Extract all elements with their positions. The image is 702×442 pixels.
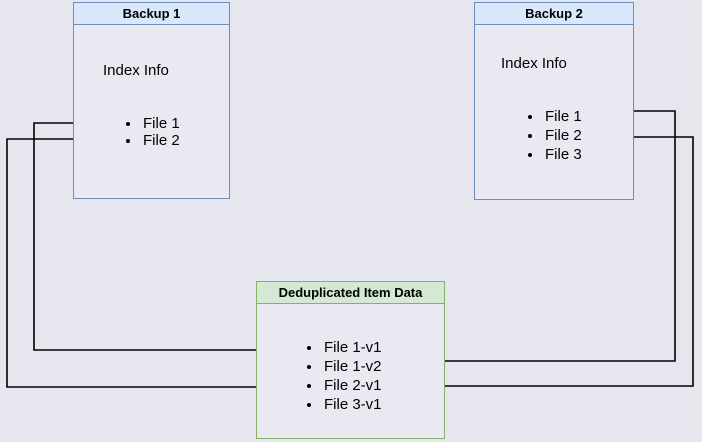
backup1-file-list: File 1File 2 — [123, 115, 180, 150]
dedup-box: Deduplicated Item Data File 1-v1File 1-v… — [256, 281, 445, 439]
dedup-title: Deduplicated Item Data — [257, 282, 444, 304]
backup1-index-info-label: Index Info — [103, 62, 169, 79]
dedup-item: File 3-v1 — [322, 395, 382, 414]
backup1-file-item: File 1 — [141, 115, 180, 133]
backup2-title: Backup 2 — [475, 3, 633, 25]
dedup-item: File 1-v1 — [322, 338, 382, 357]
backup2-box: Backup 2 Index Info File 1File 2File 3 — [474, 2, 634, 200]
backup2-index-info-label: Index Info — [501, 55, 567, 72]
dedup-item-list: File 1-v1File 1-v2File 2-v1File 3-v1 — [304, 338, 382, 414]
dedup-item: File 2-v1 — [322, 376, 382, 395]
backup1-file-item: File 2 — [141, 132, 180, 150]
dedup-item: File 1-v2 — [322, 357, 382, 376]
backup1-box: Backup 1 Index Info File 1File 2 — [73, 2, 230, 199]
backup1-title: Backup 1 — [74, 3, 229, 25]
backup2-file-item: File 3 — [543, 145, 582, 164]
backup2-file-item: File 1 — [543, 107, 582, 126]
backup2-file-item: File 2 — [543, 126, 582, 145]
backup2-file-list: File 1File 2File 3 — [525, 107, 582, 164]
